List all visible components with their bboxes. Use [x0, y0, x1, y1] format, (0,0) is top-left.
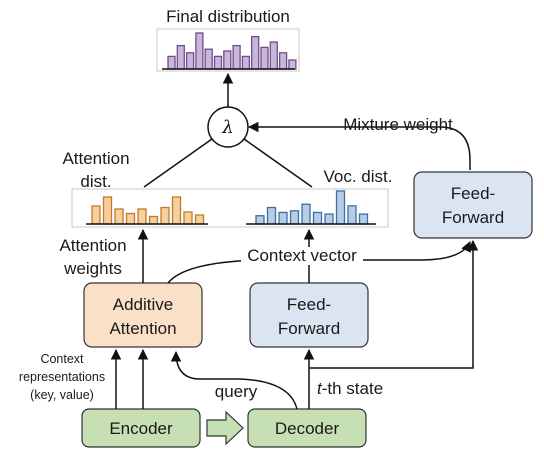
attention-dist-bar [102, 196, 113, 225]
attention-weights-label-line1: Attention [59, 236, 126, 255]
additive-attention-line2: Attention [109, 319, 176, 338]
final-distribution-bar [278, 52, 288, 70]
context-vector-label: Context vector [247, 246, 357, 265]
distributions-panel [71, 188, 389, 228]
attention-dist-label-line1: Attention [62, 149, 129, 168]
voc-dist-label: Voc. dist. [324, 167, 393, 186]
final-distribution-bar [241, 55, 251, 70]
final-distribution-bar [251, 35, 260, 70]
feed-forward-right-line2: Forward [442, 208, 504, 227]
attention-dist-bar [91, 205, 101, 225]
voc-dist-bar [255, 215, 265, 225]
voc-dist-bar [278, 211, 288, 225]
voc-dist-bar [301, 203, 311, 225]
final-distribution-bar [176, 44, 185, 70]
decoder-box [247, 408, 367, 448]
final-distribution-bar [167, 55, 176, 70]
encoder-label: Encoder [109, 419, 173, 438]
decoder-label: Decoder [275, 419, 340, 438]
attention-dist-to-lambda-line [143, 138, 213, 188]
feed-forward-mid-line2: Forward [278, 319, 340, 338]
mixture-weight-label: Mixture weight [343, 115, 453, 134]
voc-dist-bar [266, 206, 277, 225]
query-arrow [170, 350, 298, 410]
voc-dist-bar [324, 213, 334, 225]
final-distribution-bar [195, 32, 204, 70]
context-representations-line2: representations [19, 370, 105, 384]
attention-dist-label-line2: dist. [80, 172, 111, 191]
final-distribution-bar [260, 46, 269, 70]
attention-dist-bar [148, 215, 159, 225]
final-distribution-title: Final distribution [166, 7, 290, 26]
feed-forward-right-box [413, 171, 533, 239]
lambda-symbol: λ [221, 117, 233, 138]
mixture-weight-arrow [247, 121, 471, 170]
voc-dist-bar [312, 211, 323, 225]
tth-state-label: t-th state [317, 379, 383, 398]
attention-dist-bar [194, 214, 205, 225]
context-representations-line1: Context [40, 352, 84, 366]
final-distribution-bar [185, 52, 195, 70]
attention-weights-label-line2: weights [63, 259, 122, 278]
attention-dist-bar [137, 208, 147, 225]
attention-dist-histogram [91, 196, 205, 225]
decoder-to-ff-right-arrow [309, 239, 479, 369]
encoder-box [81, 408, 201, 448]
final-distribution-bar [288, 59, 297, 70]
final-distribution-bar [204, 48, 213, 70]
context-representations-line3: (key, value) [30, 388, 94, 402]
voc-dist-bar [358, 213, 369, 225]
voc-dist-to-lambda-line [243, 138, 313, 188]
voc-dist-bar [289, 210, 300, 225]
feed-forward-mid-line1: Feed- [287, 295, 331, 314]
voc-dist-histogram [255, 190, 369, 225]
attention-dist-bar [171, 196, 182, 225]
final-distribution-bar [269, 41, 278, 70]
context-vector-label-bg [241, 247, 363, 265]
voc-dist-bar [335, 190, 346, 225]
query-label: query [215, 382, 258, 401]
final-distribution-bar [223, 50, 232, 70]
final-distribution-bar [213, 55, 223, 70]
final-distribution-bar [232, 44, 241, 70]
additive-attention-line1: Additive [113, 295, 173, 314]
encoder-to-decoder-arrow [206, 410, 244, 446]
voc-dist-bar [347, 205, 357, 225]
attention-dist-bar [125, 212, 136, 225]
attention-dist-bar [114, 208, 124, 225]
feed-forward-right-line1: Feed- [451, 184, 495, 203]
attention-dist-bar [183, 211, 193, 225]
attention-dist-bar [160, 206, 170, 225]
